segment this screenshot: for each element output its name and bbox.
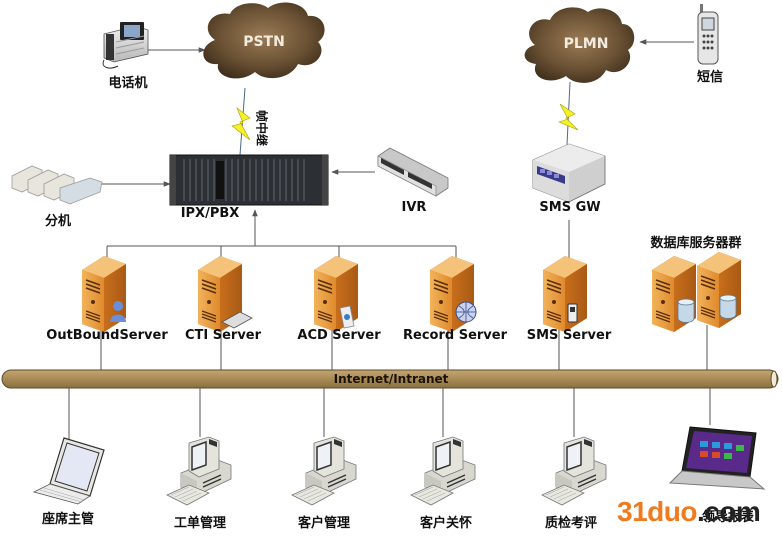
switch-badge-icon (221, 311, 253, 329)
bus-label: Internet/Intranet (333, 372, 449, 386)
extension-phones-icon (11, 165, 103, 205)
supervisor-laptop-icon (32, 437, 105, 505)
mobile-phone-icon (697, 4, 719, 65)
lightning-icon-pstn (231, 107, 251, 141)
lightning-icon-plmn (558, 103, 579, 131)
ivr-label: IVR (401, 200, 427, 215)
sms-server-icon (542, 255, 588, 333)
pstn-cloud (203, 2, 325, 79)
mobile-label: 短信 (696, 70, 724, 85)
watermark-domain: .com (696, 496, 761, 527)
frame-relay-label: 帧中继 (254, 109, 269, 147)
client-label-report: 领导报表 (701, 510, 755, 525)
pstn-label: PSTN (243, 34, 285, 50)
server-label-sms: SMS Server (526, 328, 612, 343)
qa-desktop-icon (541, 436, 607, 506)
extensions-label: 分机 (44, 214, 72, 229)
db-cluster-label: 数据库服务器群 (650, 236, 742, 251)
watermark: 31duo.com (617, 496, 761, 528)
pbx-rack-icon (169, 154, 329, 206)
sms-gateway-icon (532, 143, 606, 203)
server-label-acd: ACD Server (297, 328, 381, 343)
pbx-label: IPX/PBX (180, 206, 240, 221)
client-label-qa: 质检考评 (544, 516, 598, 531)
server-label-record: Record Server (403, 328, 507, 343)
user-badge-icon (113, 301, 123, 311)
mobile-badge-icon (567, 303, 578, 323)
server-label-cti: CTI Server (184, 328, 262, 343)
plmn-cloud (524, 7, 635, 83)
sms-gw-label: SMS GW (539, 200, 601, 215)
client-label-customer: 客户管理 (297, 516, 351, 531)
customer-desktop-icon (291, 436, 357, 506)
plmn-label: PLMN (563, 36, 609, 52)
phone-label: 电话机 (108, 76, 148, 91)
care-desktop-icon (410, 436, 476, 506)
client-label-care: 客户关怀 (419, 516, 473, 531)
server-label-outbound: OutBoundServer (46, 328, 168, 343)
database-icon (677, 294, 737, 323)
ivr-switch-icon (377, 147, 449, 197)
ticket-desktop-icon (166, 436, 232, 506)
desk-phone-icon (102, 22, 149, 69)
connection-lines (68, 39, 711, 440)
client-label-supervisor: 座席主管 (41, 512, 95, 527)
client-label-ticket: 工单管理 (173, 516, 227, 531)
watermark-brand: 31duo (617, 496, 697, 527)
internet-bus (1, 369, 779, 389)
report-laptop-icon (668, 426, 766, 490)
